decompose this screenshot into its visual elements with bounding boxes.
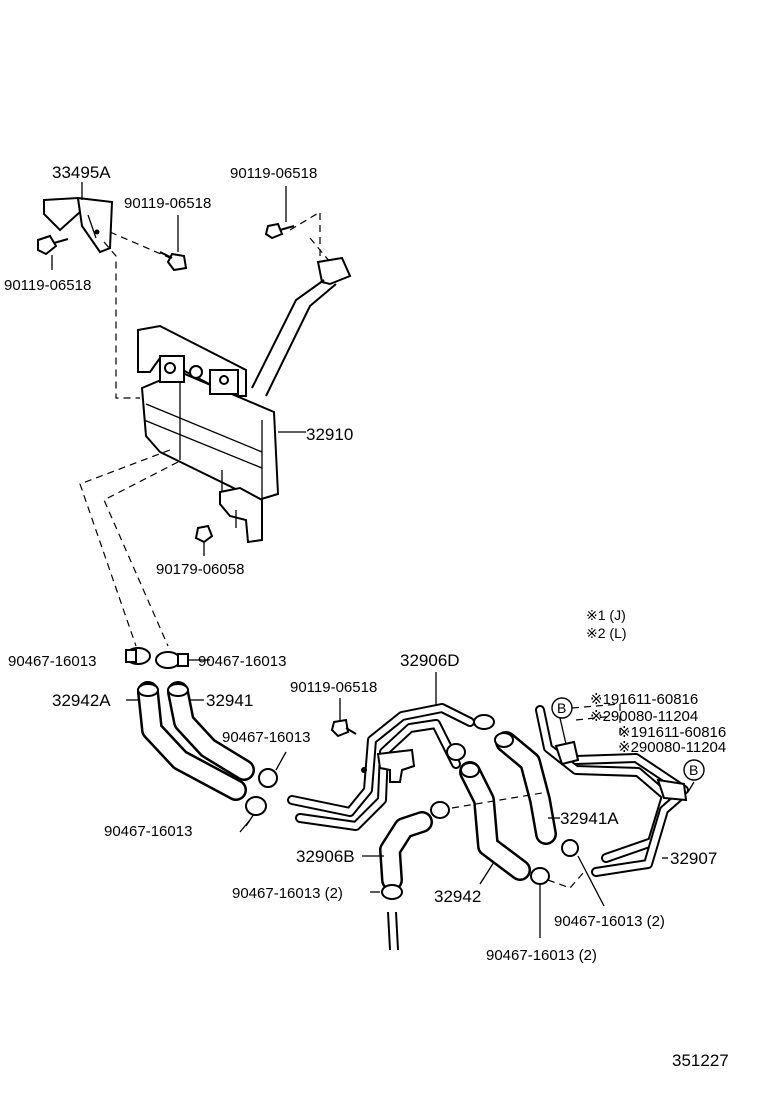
hose-32942A-drawing: [126, 681, 247, 801]
label-32906B: 32906B: [296, 847, 355, 866]
label-32910: 32910: [306, 425, 353, 444]
label-33495A: 33495A: [52, 163, 111, 182]
bolt-right-drawing: [264, 186, 295, 240]
hose-32942-drawing: [459, 761, 531, 885]
label-32942: 32942: [434, 887, 481, 906]
label-290080-11204-lower: ※290080-11204: [618, 739, 726, 756]
clamp-pair-top-drawing: [125, 647, 198, 669]
label-90467-16013-2-bottom: 90467-16013 (2): [486, 947, 597, 964]
label-290080-11204-upper: ※290080-11204: [590, 708, 698, 725]
clamp-mid-left-drawing: [245, 751, 287, 827]
legend-note-2: ※2 (L): [586, 625, 627, 641]
bolt-left-drawing: [37, 234, 69, 270]
label-90119-06518-lower: 90119-06518: [290, 679, 377, 696]
clamp-mid-drawing: [430, 714, 495, 819]
label-90119-06518-left: 90119-06518: [4, 277, 91, 294]
hose-32941-drawing: [167, 681, 255, 781]
label-32941: 32941: [206, 691, 253, 710]
label-32906D: 32906D: [400, 651, 460, 670]
label-90467-16013-mid: 90467-16013: [222, 729, 310, 746]
label-90467-16013-2-left: 90467-16013 (2): [232, 885, 343, 902]
bracket-33495A-drawing: [43, 182, 114, 254]
diagram-code: 351227: [672, 1051, 729, 1070]
label-90467-16013-lower-left: 90467-16013: [104, 823, 192, 840]
label-90467-16013-right: 90467-16013: [198, 653, 286, 670]
pipe-32907-drawing: [535, 705, 689, 877]
bolt-90179-drawing: [194, 524, 214, 556]
label-90467-16013-left: 90467-16013: [8, 653, 96, 670]
clamp-bottom-left-drawing: [370, 884, 403, 951]
pipe-32906D-drawing: [287, 672, 475, 831]
callout-b-2-drawing: [683, 759, 705, 793]
label-90119-06518-mid: 90119-06518: [124, 195, 211, 212]
label-90467-16013-2-right: 90467-16013 (2): [554, 913, 665, 930]
label-90179-06058: 90179-06058: [156, 561, 244, 578]
label-32941A: 32941A: [560, 809, 619, 828]
oil-cooler-32910-drawing: [137, 256, 352, 544]
label-32942A: 32942A: [52, 691, 111, 710]
callout-b-2: B: [689, 762, 698, 778]
hose-32941A-drawing: [494, 731, 560, 845]
label-191611-60816-lower: ※191611-60816: [618, 724, 726, 741]
label-32907: 32907: [670, 849, 717, 868]
label-90119-06518-top: 90119-06518: [230, 165, 317, 182]
bolt-lower-drawing: [330, 698, 357, 738]
bolt-middle-drawing: [159, 215, 188, 272]
legend-note-1: ※1 (J): [586, 607, 626, 623]
callout-b-1: B: [557, 700, 566, 716]
label-191611-60816-upper: ※191611-60816: [590, 691, 698, 708]
clamp-bottom-right-drawing: [530, 839, 605, 938]
hose-32906B-drawing: [362, 811, 433, 891]
